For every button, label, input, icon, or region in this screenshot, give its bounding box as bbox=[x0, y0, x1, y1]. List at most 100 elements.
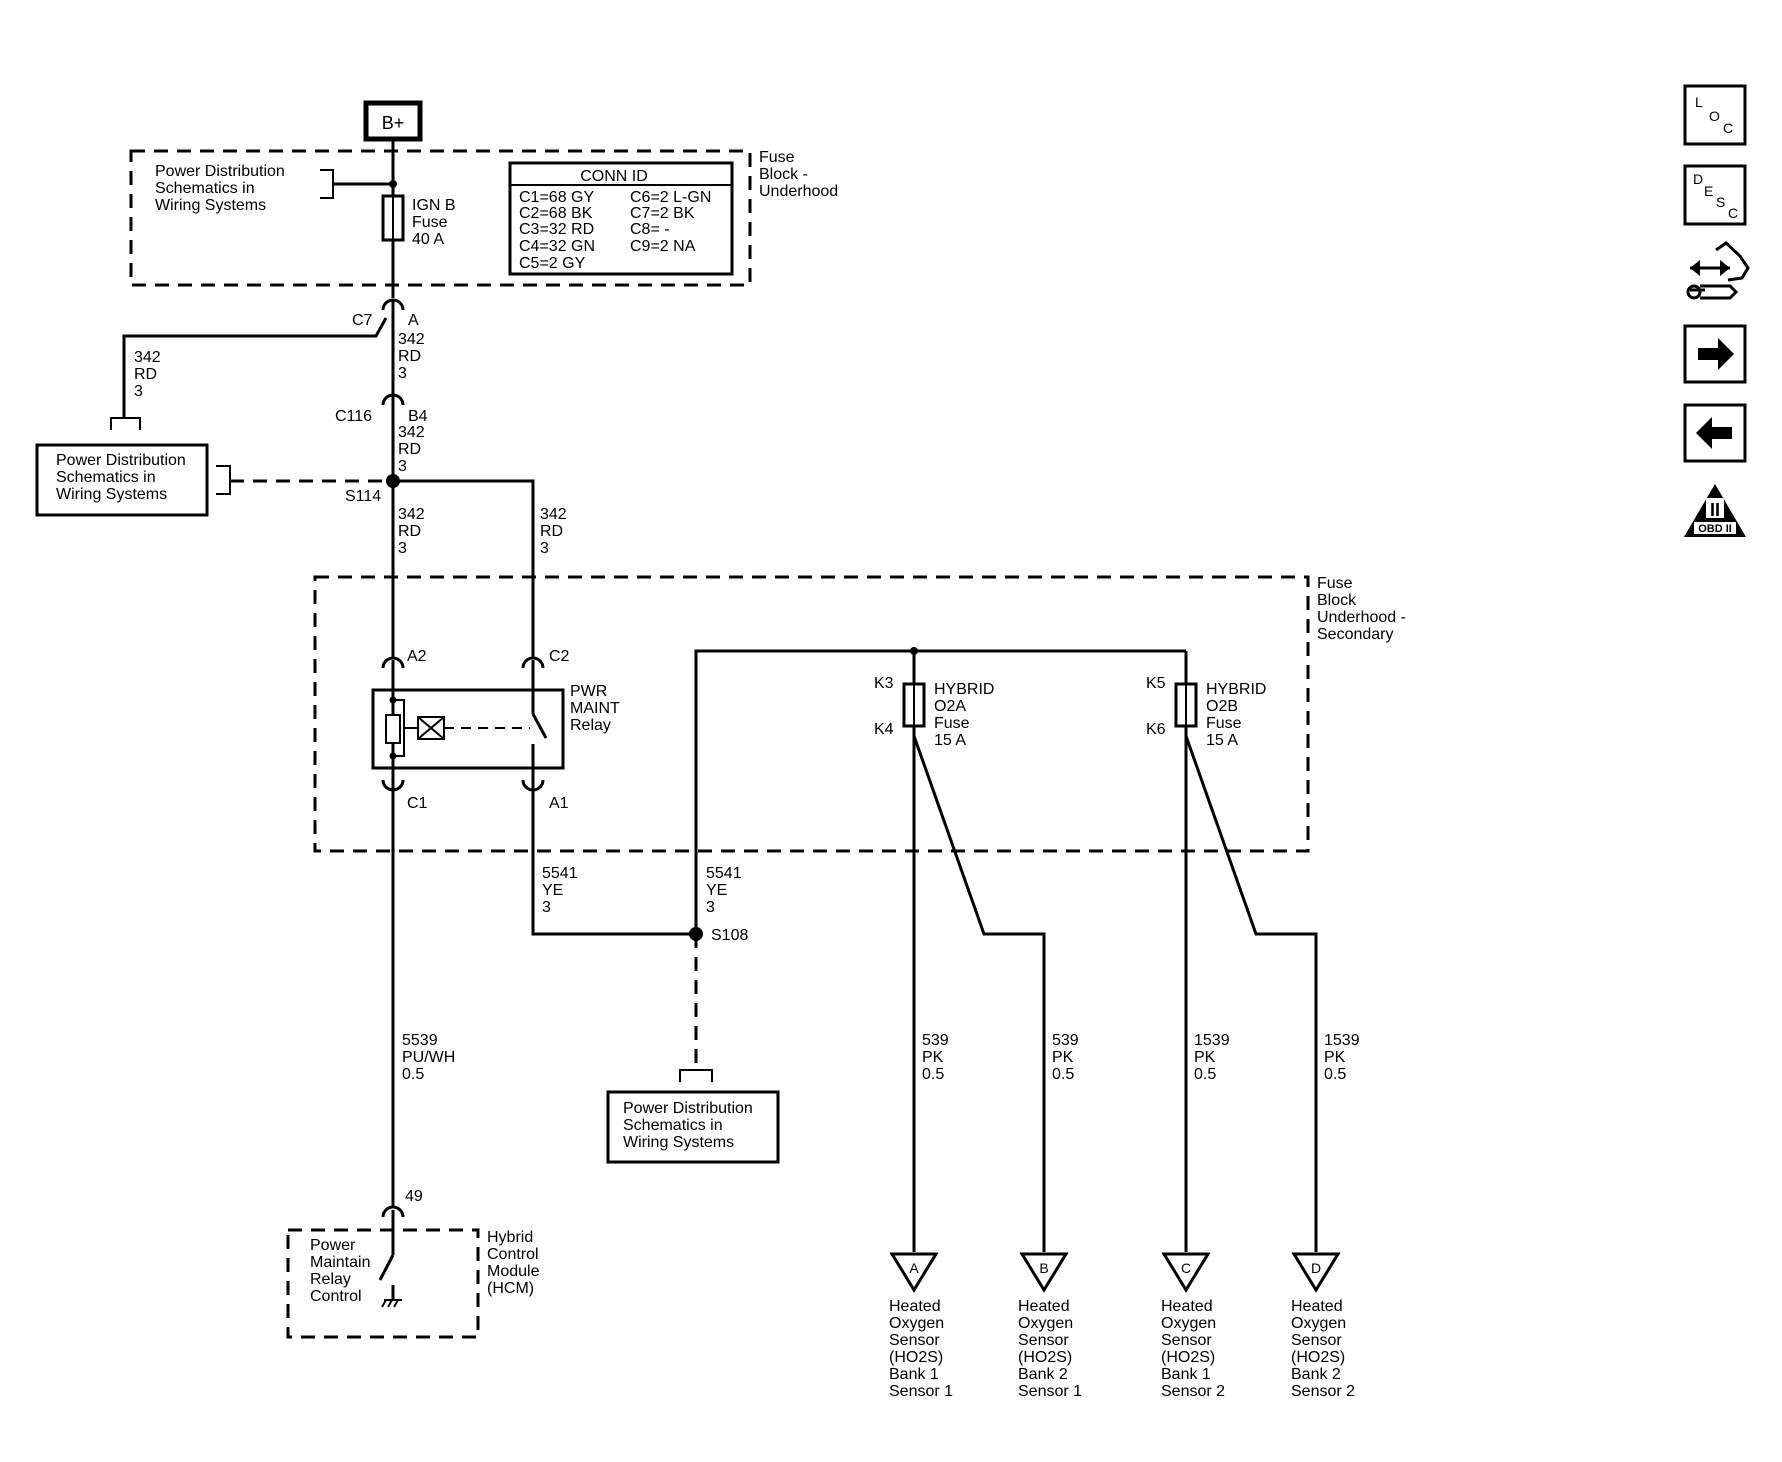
connector-hcm-49 bbox=[381, 1205, 405, 1218]
fuse-block-secondary-outline bbox=[313, 575, 1310, 853]
svg-text:B4: B4 bbox=[408, 408, 428, 425]
svg-text:S114: S114 bbox=[345, 488, 381, 505]
sensor-b-connector[interactable]: B bbox=[1019, 1252, 1069, 1293]
svg-text:D: D bbox=[1311, 1260, 1321, 1276]
svg-text:0.5: 0.5 bbox=[402, 1066, 424, 1083]
svg-text:Secondary: Secondary bbox=[1317, 626, 1394, 643]
svg-text:15 A: 15 A bbox=[1206, 732, 1238, 749]
fuse-block-secondary-label: Fuse Block Underhood - Secondary bbox=[1317, 575, 1406, 643]
connector-c2 bbox=[521, 656, 545, 669]
previous-page-button[interactable] bbox=[1683, 403, 1747, 463]
svg-text:3: 3 bbox=[398, 540, 407, 557]
svg-text:Sensor: Sensor bbox=[1161, 1332, 1212, 1349]
svg-text:C8= -: C8= - bbox=[630, 221, 670, 238]
svg-text:Fuse: Fuse bbox=[934, 715, 970, 732]
svg-text:Hybrid: Hybrid bbox=[487, 1229, 533, 1246]
svg-text:Sensor: Sensor bbox=[1291, 1332, 1342, 1349]
connector-repair-icon[interactable] bbox=[1686, 241, 1750, 300]
wire-539-label-b: 539 PK 0.5 bbox=[1052, 1032, 1079, 1083]
svg-text:342: 342 bbox=[398, 331, 425, 348]
pwr-maint-relay bbox=[371, 688, 565, 770]
svg-text:Bank 1: Bank 1 bbox=[1161, 1366, 1211, 1383]
wire-342-label-1: 342 RD 3 bbox=[398, 331, 425, 382]
fuse-block-underhood-label: Fuse Block - Underhood bbox=[759, 149, 838, 200]
svg-text:5541: 5541 bbox=[542, 865, 578, 882]
svg-text:(HO2S): (HO2S) bbox=[889, 1349, 943, 1366]
svg-text:C5=2 GY: C5=2 GY bbox=[519, 255, 586, 272]
svg-text:Schematics in: Schematics in bbox=[56, 469, 156, 486]
power-distribution-ref-1[interactable]: Power Distribution Schematics in Wiring … bbox=[155, 163, 285, 214]
svg-text:C9=2 NA: C9=2 NA bbox=[630, 238, 696, 255]
sensor-d-connector[interactable]: D bbox=[1291, 1252, 1341, 1293]
svg-text:A2: A2 bbox=[407, 648, 427, 665]
svg-text:Block -: Block - bbox=[759, 166, 808, 183]
svg-text:Power: Power bbox=[310, 1237, 356, 1254]
svg-text:(HO2S): (HO2S) bbox=[1291, 1349, 1345, 1366]
svg-text:L: L bbox=[1695, 94, 1703, 110]
svg-text:539: 539 bbox=[1052, 1032, 1079, 1049]
svg-text:Wiring Systems: Wiring Systems bbox=[155, 197, 266, 214]
svg-text:Control: Control bbox=[310, 1288, 362, 1305]
svg-text:B: B bbox=[1039, 1260, 1048, 1276]
sensor-d-label: Heated Oxygen Sensor (HO2S) Bank 2 Senso… bbox=[1291, 1298, 1355, 1400]
svg-text:Maintain: Maintain bbox=[310, 1254, 370, 1271]
svg-text:Oxygen: Oxygen bbox=[1018, 1315, 1073, 1332]
sensor-c-connector[interactable]: C bbox=[1161, 1252, 1211, 1293]
fuse-block-underhood-outline bbox=[129, 149, 752, 287]
svg-text:C1: C1 bbox=[407, 795, 428, 812]
svg-text:K5: K5 bbox=[1146, 675, 1166, 692]
svg-text:MAINT: MAINT bbox=[570, 700, 620, 717]
svg-text:Fuse: Fuse bbox=[759, 149, 795, 166]
arrow-right-icon bbox=[1698, 338, 1734, 370]
svg-text:Fuse: Fuse bbox=[412, 214, 448, 231]
svg-text:Sensor 1: Sensor 1 bbox=[889, 1383, 953, 1400]
wire-1539-label-d: 1539 PK 0.5 bbox=[1324, 1032, 1360, 1083]
description-button[interactable]: D E S C bbox=[1683, 164, 1747, 226]
svg-text:15 A: 15 A bbox=[934, 732, 966, 749]
obd-ii-button[interactable]: II OBD II bbox=[1684, 484, 1746, 537]
svg-text:Module: Module bbox=[487, 1263, 540, 1280]
svg-text:Sensor: Sensor bbox=[1018, 1332, 1069, 1349]
svg-text:Relay: Relay bbox=[310, 1271, 351, 1288]
svg-text:IGN B: IGN B bbox=[412, 197, 456, 214]
svg-text:C3=32 RD: C3=32 RD bbox=[519, 221, 594, 238]
svg-text:5541: 5541 bbox=[706, 865, 742, 882]
svg-text:Power Distribution: Power Distribution bbox=[155, 163, 285, 180]
sensor-a-label: Heated Oxygen Sensor (HO2S) Bank 1 Senso… bbox=[889, 1298, 953, 1400]
svg-text:Relay: Relay bbox=[570, 717, 611, 734]
sensor-a-connector[interactable]: A bbox=[889, 1252, 939, 1293]
next-page-button[interactable] bbox=[1683, 324, 1747, 384]
svg-text:Heated: Heated bbox=[1161, 1298, 1213, 1315]
location-button[interactable]: L O C bbox=[1683, 84, 1747, 146]
power-distribution-ref-2[interactable]: Power Distribution Schematics in Wiring … bbox=[35, 443, 209, 517]
svg-text:C2=68 BK: C2=68 BK bbox=[519, 205, 593, 222]
svg-text:C: C bbox=[1728, 205, 1738, 221]
svg-text:Bank 2: Bank 2 bbox=[1018, 1366, 1068, 1383]
arrow-left-icon bbox=[1696, 417, 1732, 449]
svg-text:K4: K4 bbox=[874, 721, 894, 738]
svg-text:Oxygen: Oxygen bbox=[1161, 1315, 1216, 1332]
svg-text:Wiring Systems: Wiring Systems bbox=[56, 486, 167, 503]
svg-text:A: A bbox=[408, 312, 419, 329]
svg-text:Sensor: Sensor bbox=[889, 1332, 940, 1349]
svg-text:1539: 1539 bbox=[1324, 1032, 1360, 1049]
svg-text:Control: Control bbox=[487, 1246, 539, 1263]
svg-text:RD: RD bbox=[540, 523, 563, 540]
svg-text:0.5: 0.5 bbox=[1324, 1066, 1346, 1083]
svg-text:C: C bbox=[1723, 120, 1733, 136]
svg-text:Schematics in: Schematics in bbox=[155, 180, 255, 197]
wire-342-label-branch: 342 RD 3 bbox=[134, 349, 161, 400]
svg-text:O2A: O2A bbox=[934, 698, 966, 715]
power-distribution-ref-3[interactable]: Power Distribution Schematics in Wiring … bbox=[606, 1090, 780, 1164]
svg-text:40 A: 40 A bbox=[412, 231, 444, 248]
wire-342-label-3: 342 RD 3 bbox=[398, 506, 425, 557]
svg-text:PK: PK bbox=[1052, 1049, 1074, 1066]
wire-539-label-a: 539 PK 0.5 bbox=[922, 1032, 949, 1083]
svg-text:3: 3 bbox=[706, 899, 715, 916]
svg-text:0.5: 0.5 bbox=[1052, 1066, 1074, 1083]
wire-1539-label-c: 1539 PK 0.5 bbox=[1194, 1032, 1230, 1083]
svg-text:S108: S108 bbox=[711, 927, 748, 944]
svg-text:49: 49 bbox=[405, 1188, 423, 1205]
svg-text:Power Distribution: Power Distribution bbox=[623, 1100, 753, 1117]
